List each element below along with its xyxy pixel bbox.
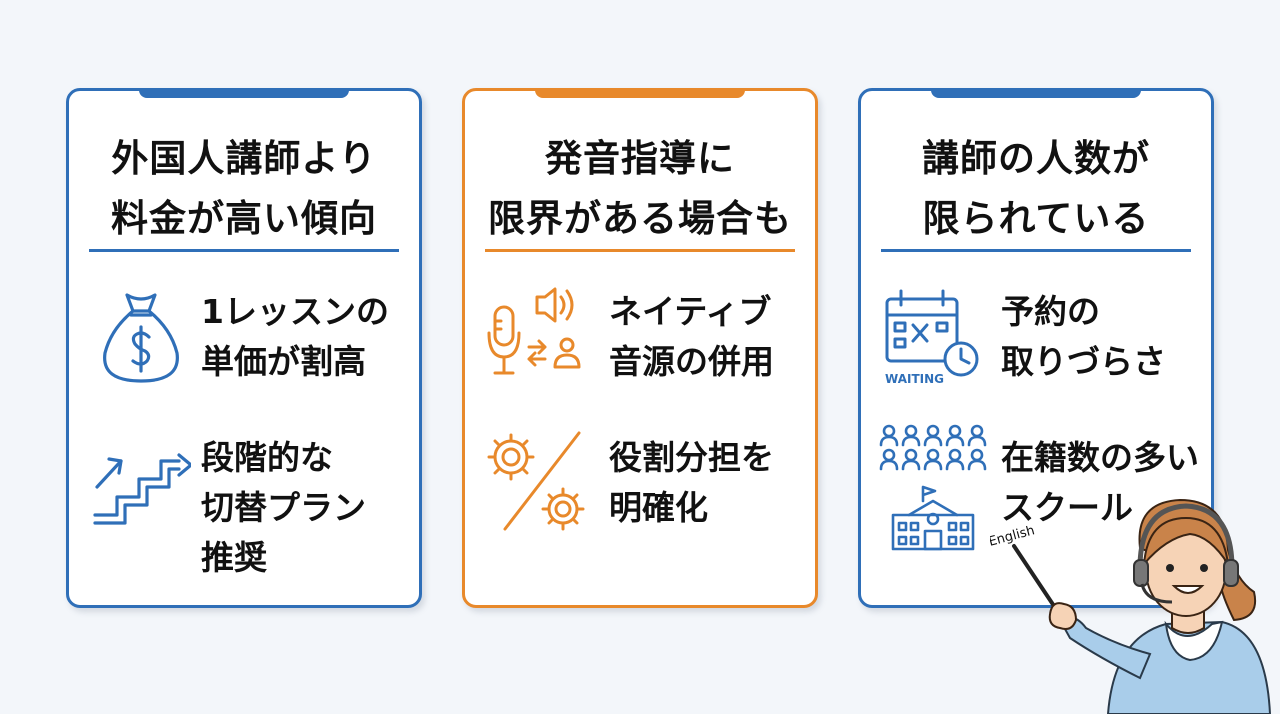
gears-division-icon bbox=[487, 431, 585, 531]
card-top-tab bbox=[535, 88, 745, 98]
card-divider bbox=[485, 249, 795, 252]
item-text: 役割分担を 明確化 bbox=[609, 438, 774, 527]
card-item: ネイティブ 音源の併用 bbox=[465, 287, 815, 437]
card-item: 1レッスンの 単価が割高 bbox=[69, 287, 419, 437]
card-item: WAITING 予約の 取りづらさ bbox=[861, 287, 1211, 437]
money-bag-icon bbox=[103, 293, 179, 383]
item-text: ネイティブ 音源の併用 bbox=[609, 292, 774, 381]
microphone-audio-exchange-icon bbox=[487, 287, 581, 375]
card-divider bbox=[881, 249, 1191, 252]
card-item: 在籍数の多い スクール bbox=[861, 421, 1211, 571]
crowd-school-icon bbox=[879, 424, 987, 551]
card-title: 講師の人数が 限られている bbox=[922, 137, 1150, 240]
item-text: 1レッスンの 単価が割高 bbox=[201, 292, 389, 381]
card-title: 発音指導に 限界がある場合も bbox=[488, 137, 792, 240]
teacher-illustration: English bbox=[990, 498, 1272, 714]
card-item: 役割分担を 明確化 bbox=[465, 431, 815, 583]
calendar-waiting-icon: WAITING bbox=[885, 289, 979, 386]
card-divider bbox=[89, 249, 399, 252]
card-item: 段階的な 切替プラン 推奨 bbox=[69, 433, 419, 583]
card-top-tab bbox=[139, 88, 349, 98]
item-text: 段階的な 切替プラン 推奨 bbox=[201, 438, 366, 577]
card-top-tab bbox=[931, 88, 1141, 98]
rising-stairs-arrow-icon bbox=[93, 453, 191, 525]
card-high-fee: 外国人講師より 料金が高い傾向 1レッスンの 単価が割高 段階的な 切替プラン … bbox=[66, 88, 422, 608]
item-text: 在籍数の多い スクール bbox=[1001, 438, 1199, 527]
card-pronunciation: 発音指導に 限界がある場合も ネイティブ 音源の併用 bbox=[462, 88, 818, 608]
item-text: 予約の 取りづらさ bbox=[1001, 292, 1166, 381]
svg-text:WAITING: WAITING bbox=[885, 372, 944, 386]
card-title: 外国人講師より 料金が高い傾向 bbox=[111, 137, 377, 240]
